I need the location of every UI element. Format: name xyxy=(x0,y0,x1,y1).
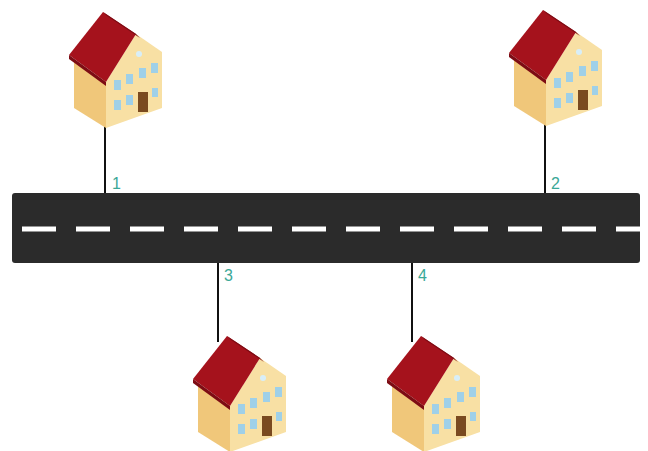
driveway-line xyxy=(104,125,106,194)
driveway-line xyxy=(217,262,219,342)
house xyxy=(193,336,286,451)
driveway-line xyxy=(544,122,546,194)
callout-number: 1 xyxy=(112,176,121,192)
house xyxy=(509,10,602,126)
callout-number: 3 xyxy=(224,268,233,284)
house xyxy=(69,12,162,128)
callout-number: 2 xyxy=(551,176,560,192)
driveway-line xyxy=(411,262,413,342)
lane-marking xyxy=(22,227,640,232)
house xyxy=(387,336,480,451)
callout-number: 4 xyxy=(418,268,427,284)
road xyxy=(12,193,640,263)
